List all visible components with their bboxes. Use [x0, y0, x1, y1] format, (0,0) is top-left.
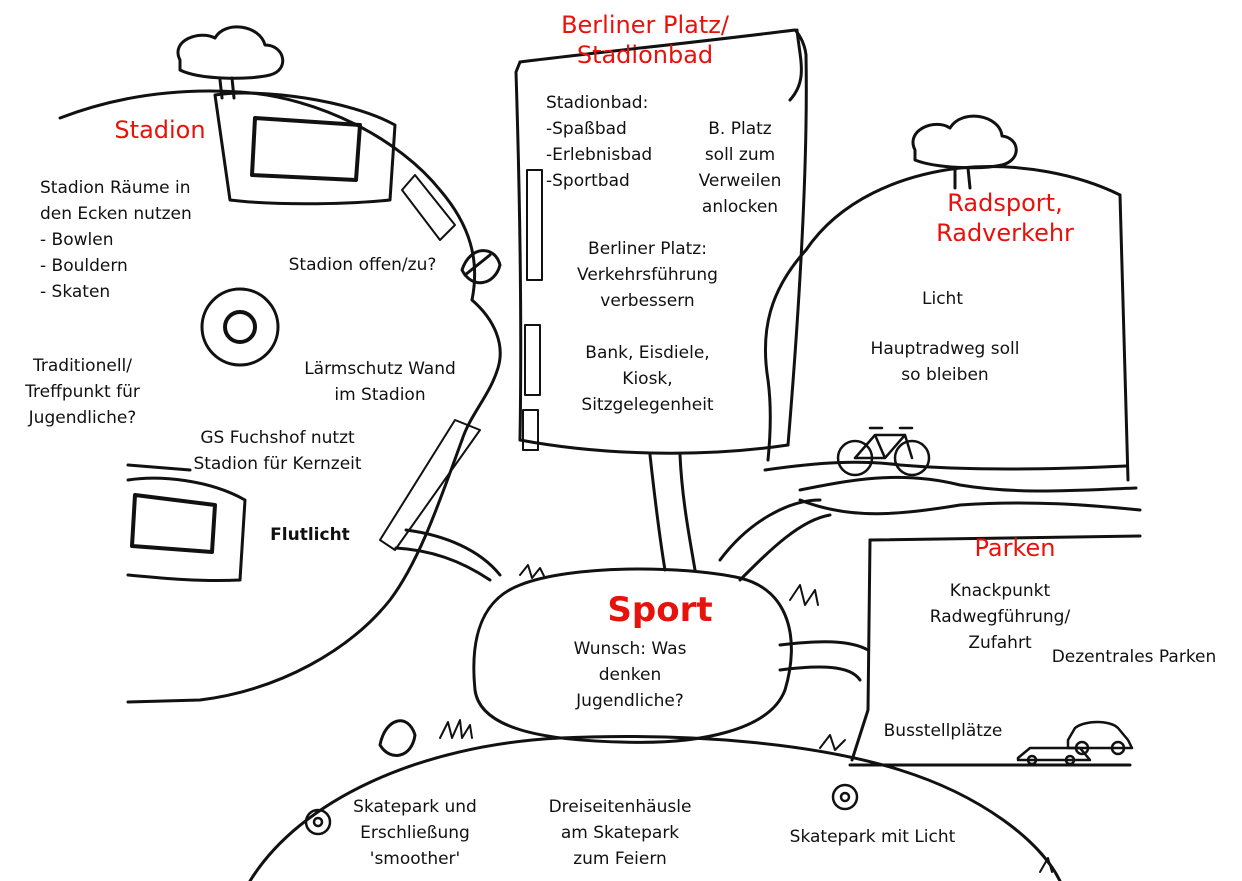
stadion-heading: Stadion: [114, 116, 206, 144]
connecting-paths: [648, 453, 870, 682]
car-icon: [1016, 720, 1134, 766]
stadion-open-text: Stadion offen/zu?: [288, 255, 437, 275]
parken-heading: Parken: [974, 534, 1056, 562]
sport-wish-text: Wunsch: Was denken Jugendliche?: [573, 639, 687, 711]
stadion-floodlight-text: Flutlicht: [270, 525, 350, 545]
parken-bus-text: Busstellplätze: [883, 721, 1003, 741]
sport-heading: Sport: [607, 590, 713, 630]
berliner-traffic-text: Berliner Platz: Verkehrsführung verbesse…: [577, 239, 718, 311]
tree-icon: [911, 114, 1018, 190]
grass-icon: [439, 564, 1053, 873]
skate-light-text: Skatepark mit Licht: [789, 827, 956, 847]
skate-smoother-text: Skatepark und Erschließung 'smoother': [353, 797, 477, 869]
radsport-light-text: Licht: [922, 289, 963, 309]
parken-decentral-text: Dezentrales Parken: [1051, 647, 1217, 667]
skate-party-text: Dreiseitenhäusle am Skatepark zum Feiern: [548, 797, 692, 869]
berliner-paper: [514, 28, 808, 455]
donut-icon: [200, 287, 280, 367]
stadion-tradition-text: Traditionell/ Treffpunkt für Jugendliche…: [25, 356, 140, 428]
stadion-rooms-text: Stadion Räume in den Ecken nutzen - Bowl…: [40, 178, 192, 302]
flower-icon: [831, 783, 859, 811]
berliner-bath-text: Stadionbad: -Spaßbad -Erlebnisbad -Sport…: [546, 93, 653, 191]
berliner-stay-text: B. Platz soll zum Verweilen anlocken: [698, 119, 782, 217]
leaf-icon: [460, 249, 502, 285]
ground-hill: [248, 735, 1062, 881]
tree-icon: [176, 25, 285, 100]
radsport-mainpath-text: Hauptradweg soll so bleiben: [870, 339, 1020, 385]
stadium-icon: [213, 91, 456, 241]
berliner-amenities-text: Bank, Eisdiele, Kiosk, Sitzgelegenheit: [581, 343, 714, 415]
stadion-bubble: [58, 89, 502, 704]
radsport-heading: Radsport, Radverkehr: [936, 189, 1074, 247]
stadion-school-text: GS Fuchshof nutzt Stadion für Kernzeit: [193, 428, 362, 474]
stadium-icon: [126, 419, 481, 583]
parken-panel: [848, 534, 1142, 767]
flower-icon: [304, 808, 332, 836]
bicycle-icon: [836, 426, 931, 477]
sport-blob: [472, 567, 793, 744]
parken-crux-text: Knackpunkt Radwegführung/ Zufahrt: [929, 581, 1071, 653]
leaf-icon: [378, 719, 417, 757]
stadion-noise-text: Lärmschutz Wand im Stadion: [304, 359, 456, 405]
berliner-heading: Berliner Platz/ Stadionbad: [561, 11, 729, 69]
